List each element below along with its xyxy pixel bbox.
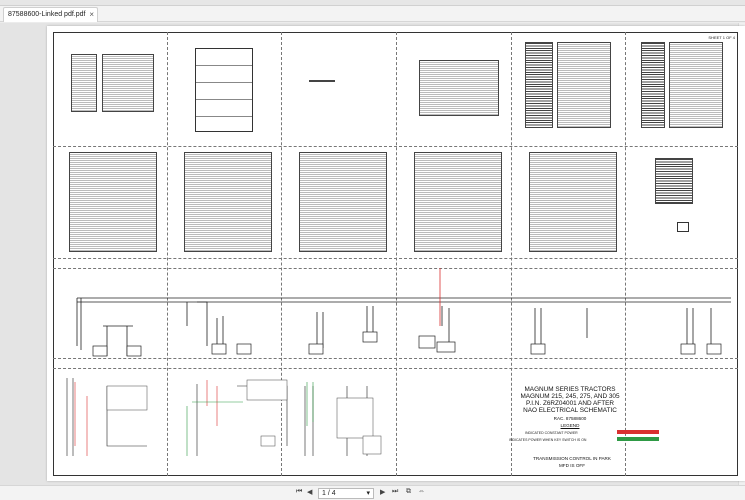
next-page-icon[interactable]: ▶ xyxy=(380,489,386,496)
title-block: MAGNUM SERIES TRACTORS MAGNUM 215, 245, … xyxy=(445,386,695,429)
legend-key-on-swatch xyxy=(617,437,659,441)
pdf-page: SHEET 1 OF 4 xyxy=(47,26,745,481)
condition-transmission: TRANSMISSION CONTROL IN PARK xyxy=(533,456,611,461)
chevron-down-icon[interactable]: ▾ xyxy=(366,490,370,497)
wire-table xyxy=(525,42,553,128)
tab-title: 87588600-Linked pdf.pdf xyxy=(8,11,86,18)
wire-table xyxy=(299,152,387,252)
wire-table xyxy=(102,54,154,112)
title-line-2: MAGNUM 215, 245, 275, AND 305 xyxy=(520,393,620,400)
grid-divider xyxy=(511,32,512,476)
sheet-border xyxy=(53,32,738,476)
grid-divider xyxy=(53,368,738,369)
tab-document[interactable]: 87588600-Linked pdf.pdf × xyxy=(3,7,98,22)
close-icon[interactable]: × xyxy=(89,10,94,19)
legend-constant-power-swatch xyxy=(617,430,659,434)
legend-key-on-label: INDICATES POWER WHEN KEY SWITCH IS ON xyxy=(509,438,587,442)
schematic-wiring xyxy=(66,268,731,456)
legend-title: LEGEND xyxy=(560,423,580,428)
title-line-1: MAGNUM SERIES TRACTORS xyxy=(524,386,616,393)
wire-table xyxy=(69,152,157,252)
prev-page-icon[interactable]: ◀ xyxy=(307,489,313,496)
title-line-4: NAO ELECTRICAL SCHEMATIC xyxy=(523,407,617,414)
legend-constant-power-label: INDICATED CONSTANT POWER xyxy=(525,431,578,435)
wire-table xyxy=(669,42,723,128)
grid-divider xyxy=(53,358,738,359)
symbol-legend xyxy=(195,48,253,132)
connector-box xyxy=(677,222,689,232)
grid-divider xyxy=(53,258,738,259)
fit-page-icon[interactable]: ⧉ xyxy=(406,488,411,495)
wire-table xyxy=(414,152,502,252)
wire-table xyxy=(419,60,499,116)
first-page-icon[interactable]: ⏮ xyxy=(296,488,303,495)
title-line-3: P.I.N. Z6RZ04001 AND AFTER xyxy=(526,400,614,407)
tab-bar: 87588600-Linked pdf.pdf × xyxy=(0,6,745,22)
condition-mfd: MFD IS OFF xyxy=(558,463,586,468)
page-total: / 4 xyxy=(327,490,336,497)
wire-table xyxy=(557,42,611,128)
wire-table xyxy=(655,158,693,204)
connector-note xyxy=(309,80,335,82)
pager-toolbar: ⏮ ◀ 1 / 4 ▾ ▶ ⏭ ⧉ ⇔ xyxy=(0,485,745,500)
page-number-field[interactable]: 1 / 4 ▾ xyxy=(318,488,374,499)
grid-divider xyxy=(53,146,738,147)
grid-divider xyxy=(396,32,397,476)
last-page-icon[interactable]: ⏭ xyxy=(392,488,399,495)
grid-divider xyxy=(167,32,168,476)
rac-number: RAC. 87588600 xyxy=(553,416,587,421)
wire-table xyxy=(529,152,617,252)
sheet-label: SHEET 1 OF 4 xyxy=(708,35,735,40)
fit-width-icon[interactable]: ⇔ xyxy=(418,488,425,495)
grid-divider xyxy=(53,268,738,269)
wire-table xyxy=(71,54,97,112)
grid-divider xyxy=(625,32,626,476)
grid-divider xyxy=(281,32,282,476)
wire-table xyxy=(641,42,665,128)
wire-table xyxy=(184,152,272,252)
current-page: 1 xyxy=(322,490,326,497)
title-strip xyxy=(0,0,745,6)
